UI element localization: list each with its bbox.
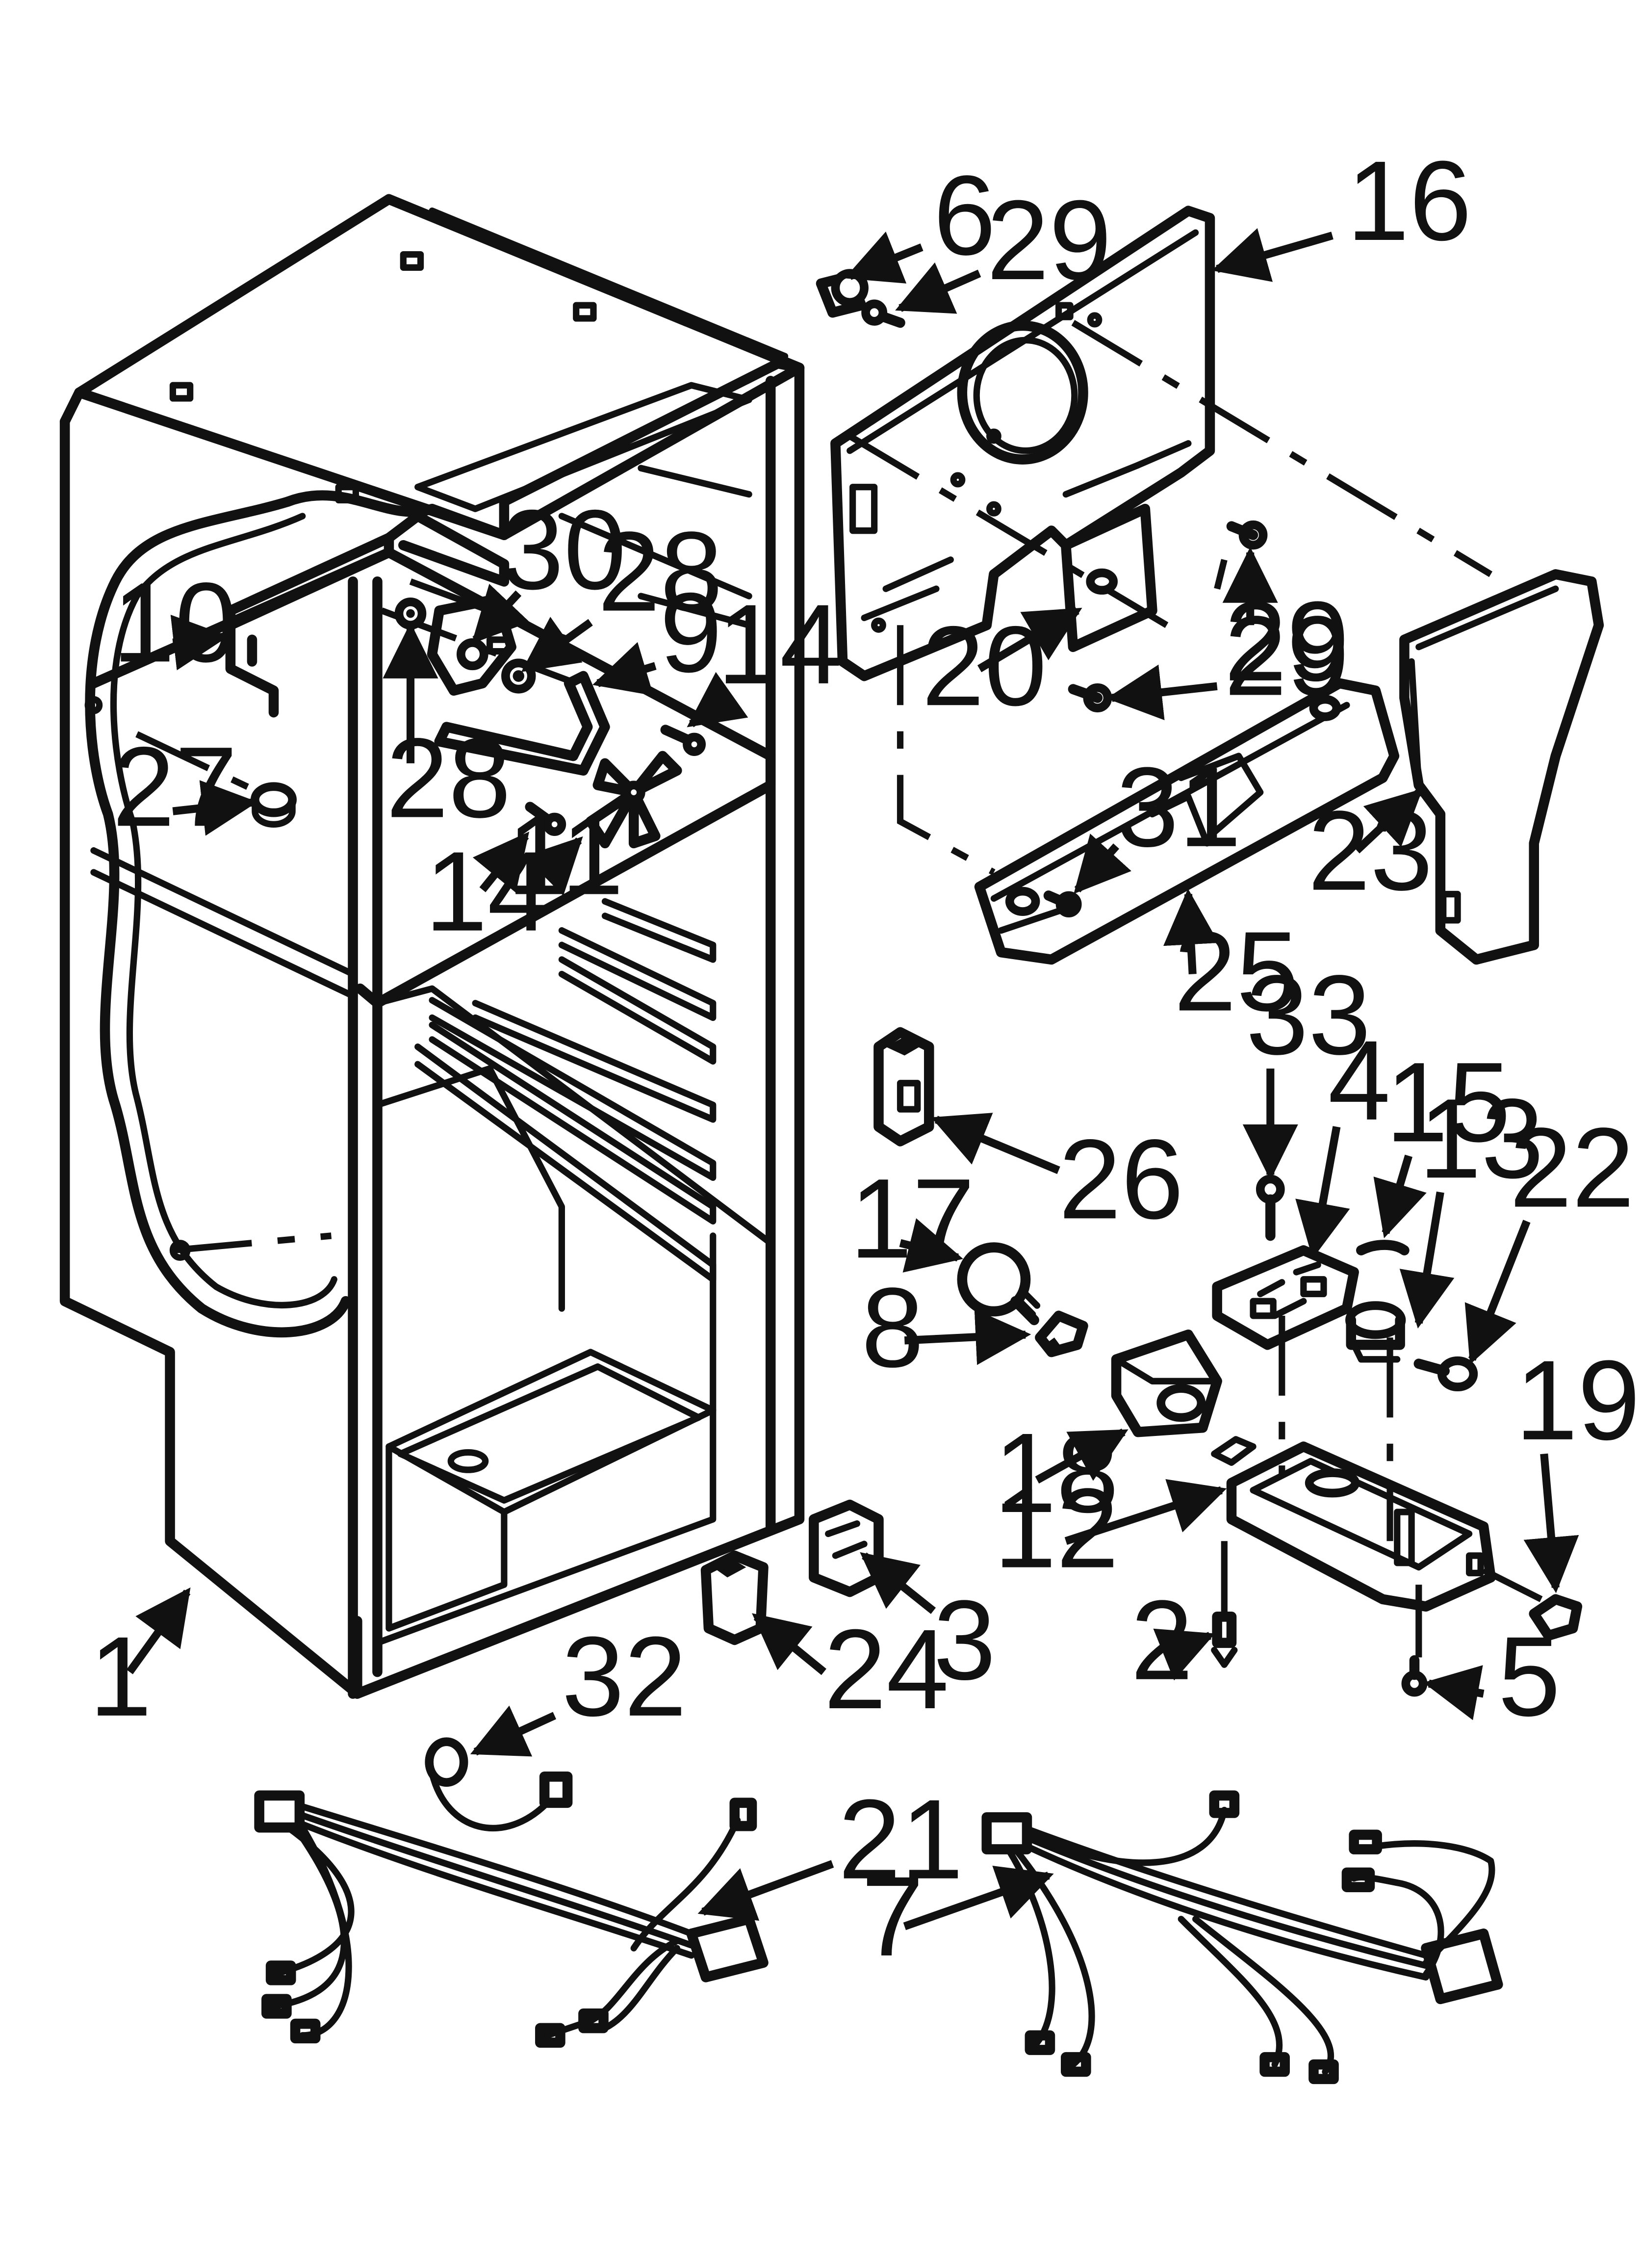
screw-part-14b <box>525 802 566 836</box>
wiring-harness-part-21 <box>254 1737 769 2048</box>
rail-part <box>384 511 510 587</box>
evaporator-cover-part-16 <box>830 206 1215 681</box>
knob-part-22 <box>1413 1356 1478 1392</box>
callout-24: 24 <box>824 1606 949 1732</box>
callout-31: 31 <box>1116 744 1241 870</box>
callout-16: 16 <box>1347 137 1472 264</box>
callout-10: 10 <box>112 559 237 685</box>
screw-part-33 <box>1256 1174 1285 1241</box>
screw-part-29c <box>1068 683 1112 713</box>
screw-part-29a <box>861 299 905 328</box>
callout-1: 1 <box>89 1613 152 1740</box>
connector-part-26 <box>873 1027 934 1147</box>
callout-2: 2 <box>1130 1577 1193 1703</box>
callout-6: 6 <box>933 152 996 279</box>
callout-13: 13 <box>1419 1075 1544 1201</box>
callout-labels: 1 2 3 4 5 6 7 8 9 10 11 12 13 <box>89 137 1640 1980</box>
screw-part-31 <box>1043 890 1082 917</box>
spacer-part-6 <box>816 269 869 318</box>
light-shield-part-18 <box>1111 1330 1222 1437</box>
callout-28-upper: 28 <box>598 508 723 635</box>
callout-8: 8 <box>861 1264 924 1391</box>
callout-29-top: 29 <box>987 177 1112 303</box>
callout-7: 7 <box>861 1853 924 1980</box>
control-housing-part-12 <box>1211 1436 1496 1612</box>
wiring-harness-part-7 <box>981 1790 1503 2085</box>
callout-30: 30 <box>501 486 626 613</box>
duct-housing-part-23 <box>1399 569 1604 965</box>
connector-part-3 <box>809 1499 884 1597</box>
tube-part-15 <box>1356 1240 1410 1255</box>
screw-part-29b <box>1226 520 1268 550</box>
fan-blade-part-11 <box>585 751 682 849</box>
clip-part-19 <box>1529 1594 1583 1641</box>
callout-27: 27 <box>112 723 237 850</box>
callout-19: 19 <box>1515 1337 1641 1463</box>
callout-21: 21 <box>838 1776 963 1903</box>
callout-14-lower: 14 <box>425 828 550 955</box>
fan-bracket-part-9 <box>434 671 610 776</box>
cover-part-25 <box>974 678 1400 965</box>
callout-3: 3 <box>933 1577 996 1703</box>
callout-33: 33 <box>1246 952 1371 1078</box>
callout-4: 4 <box>1328 1017 1390 1144</box>
socket-part-8 <box>1035 1310 1088 1357</box>
callout-14-upper: 14 <box>718 581 843 707</box>
callout-22: 22 <box>1510 1104 1635 1231</box>
callout-32: 32 <box>562 1613 687 1740</box>
bracket-part-10 <box>225 533 394 718</box>
fastener-part-2 <box>1211 1611 1238 1668</box>
callout-28-lower: 28 <box>386 715 511 841</box>
callout-5: 5 <box>1498 1613 1560 1740</box>
callout-17: 17 <box>850 1155 975 1281</box>
sensor-part-13 <box>1345 1301 1406 1363</box>
control-board-part-4 <box>1212 1245 1359 1350</box>
knob-part-28a <box>394 597 427 630</box>
screw-part-14a <box>660 725 706 756</box>
screw-part-5 <box>1401 1655 1428 1697</box>
callout-29-lower: 29 <box>1224 593 1349 719</box>
callout-15: 15 <box>1385 1039 1511 1165</box>
callout-23: 23 <box>1308 787 1433 914</box>
plug-part-27 <box>251 782 297 828</box>
callout-26: 26 <box>1059 1116 1184 1242</box>
switch-part-24 <box>700 1550 769 1645</box>
